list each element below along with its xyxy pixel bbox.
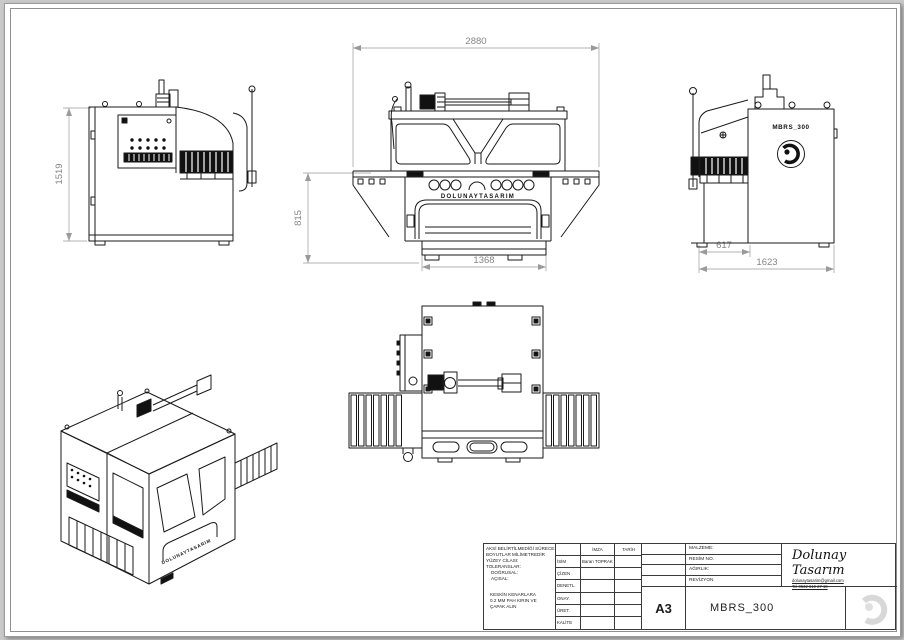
front-view: DOLUNAYTASARIM bbox=[352, 81, 600, 261]
sheet-frame bbox=[10, 8, 897, 632]
brand-logo-badge bbox=[777, 140, 805, 168]
sign-row-value: Baran TOPRAK bbox=[580, 556, 614, 569]
dim-front-height: 815 bbox=[293, 210, 304, 226]
sign-row-date bbox=[614, 568, 642, 581]
side-lever bbox=[232, 85, 257, 192]
edge-note-line: ÇAPAK ALIN bbox=[490, 603, 517, 609]
company-block: Dolunay Tasarım dolunaytasarim@gmail.com… bbox=[781, 544, 897, 589]
iso-right-wing bbox=[234, 442, 278, 490]
sign-row-date bbox=[614, 604, 642, 617]
note-line: AÇISAL: bbox=[491, 575, 509, 581]
sign-header-tarih: TARİH bbox=[614, 544, 642, 557]
empty-cell bbox=[642, 555, 685, 565]
side-grill bbox=[179, 150, 234, 180]
dim-left-height: 1519 bbox=[54, 163, 65, 184]
sign-row-label: KALİTE bbox=[557, 620, 573, 626]
sign-header-imza: İMZA bbox=[580, 544, 614, 557]
iso-left-wing bbox=[68, 516, 134, 576]
general-notes: AKSİ BELİRTİLMEDİĞİ SÜRECE: BOYUTLAR MİL… bbox=[484, 544, 556, 629]
sign-row-value bbox=[580, 616, 614, 629]
sign-row-value bbox=[580, 580, 614, 593]
edge-note-line: 0.2 MM PAH KIRIN VE bbox=[490, 597, 537, 603]
empty-cell bbox=[642, 544, 685, 555]
v-panels bbox=[395, 118, 561, 165]
front-arch bbox=[404, 177, 552, 261]
isometric-view: DOLUNAYTASARIM bbox=[60, 374, 278, 585]
sign-row-label: İSİM bbox=[556, 556, 580, 569]
iso-brand-label: DOLUNAYTASARIM bbox=[161, 538, 212, 565]
right-side-view: MBRS_300 bbox=[688, 74, 838, 248]
front-brand-label: DOLUNAYTASARIM bbox=[441, 194, 515, 200]
plan-motor bbox=[427, 371, 522, 394]
empty-column bbox=[641, 544, 685, 586]
plan-control-panel bbox=[396, 334, 423, 392]
plan-front-face bbox=[402, 437, 544, 463]
plan-wings bbox=[348, 392, 600, 449]
dim-right-depth: 1623 bbox=[756, 257, 777, 268]
iso-v-panels bbox=[156, 456, 226, 561]
drawing-sheet: 1519 2880 815 1368 617 1623 bbox=[4, 3, 901, 637]
edge-note-line: KESKİN KENARLARA bbox=[490, 592, 536, 597]
note-line: DOĞRUSAL: bbox=[491, 569, 519, 575]
company-phone: Tel 0532 610 27 18 bbox=[792, 583, 828, 589]
sign-row-date bbox=[614, 580, 642, 593]
drawing-canvas: 1519 2880 815 1368 617 1623 bbox=[54, 36, 838, 585]
sign-corner bbox=[556, 544, 580, 557]
sign-row-label: ÇİZEN bbox=[556, 568, 580, 581]
company-email: dolunaytasarim@gmail.com bbox=[792, 578, 844, 583]
field-malzeme: MALZEME: bbox=[686, 544, 781, 555]
field-resim-no: RESİM NO. bbox=[686, 555, 781, 565]
sign-row-value bbox=[580, 568, 614, 581]
right-grill bbox=[699, 156, 749, 184]
iso-panel bbox=[66, 462, 100, 513]
model-label: MBRS_300 bbox=[772, 124, 809, 131]
left-side-view bbox=[88, 79, 257, 246]
note-line: BOYUTLAR MİLİMETREDİR bbox=[486, 551, 545, 557]
sign-row-label: ÜRET. bbox=[556, 605, 580, 617]
drawing-number: MBRS_300 bbox=[685, 586, 845, 629]
field-revizyon: REVİZYON bbox=[689, 578, 714, 584]
top-motor bbox=[155, 79, 179, 108]
company-name: Dolunay Tasarım bbox=[792, 548, 847, 578]
field-agirlik: AĞIRLIK: bbox=[686, 565, 781, 576]
note-line: TOLERANSLAR: bbox=[486, 563, 521, 569]
paper-size: A3 bbox=[641, 586, 685, 629]
top-cylinder-assembly bbox=[390, 81, 530, 150]
sign-row-date bbox=[614, 616, 642, 629]
note-line: YÜZEY CİLASI: bbox=[486, 557, 519, 563]
sign-row-value bbox=[580, 604, 614, 617]
empty-cell bbox=[642, 576, 685, 587]
knob-row bbox=[428, 179, 535, 191]
sign-row-label: DENETL. bbox=[556, 580, 580, 593]
edge-note: KESKİN KENARLARA 0.2 MM PAH KIRIN VE ÇAP… bbox=[490, 592, 537, 610]
iso-motor bbox=[64, 374, 232, 434]
iso-hood bbox=[112, 472, 144, 539]
dim-front-base: 1368 bbox=[473, 255, 494, 266]
signature-table: İMZA TARİH İSİM Baran TOPRAK ÇİZEN DENET… bbox=[555, 544, 642, 629]
control-panel bbox=[117, 114, 177, 169]
note-line: AKSİ BELİRTİLMEDİĞİ SÜRECE: bbox=[486, 546, 556, 551]
sign-row-date bbox=[614, 592, 642, 605]
empty-cell bbox=[642, 565, 685, 576]
top-plan-view bbox=[348, 301, 600, 463]
dim-front-width: 2880 bbox=[465, 36, 486, 47]
title-block: AKSİ BELİRTİLMEDİĞİ SÜRECE: BOYUTLAR MİL… bbox=[483, 543, 897, 630]
field-labels: MALZEME: RESİM NO. AĞIRLIK: REVİZYON bbox=[685, 544, 781, 586]
sign-row-date bbox=[614, 556, 642, 569]
front-wings bbox=[352, 171, 600, 238]
company-logo-icon bbox=[845, 586, 897, 629]
dim-right-inner: 617 bbox=[716, 240, 732, 251]
sign-row-value bbox=[580, 592, 614, 605]
sign-row-label: ONAY. bbox=[556, 593, 580, 605]
